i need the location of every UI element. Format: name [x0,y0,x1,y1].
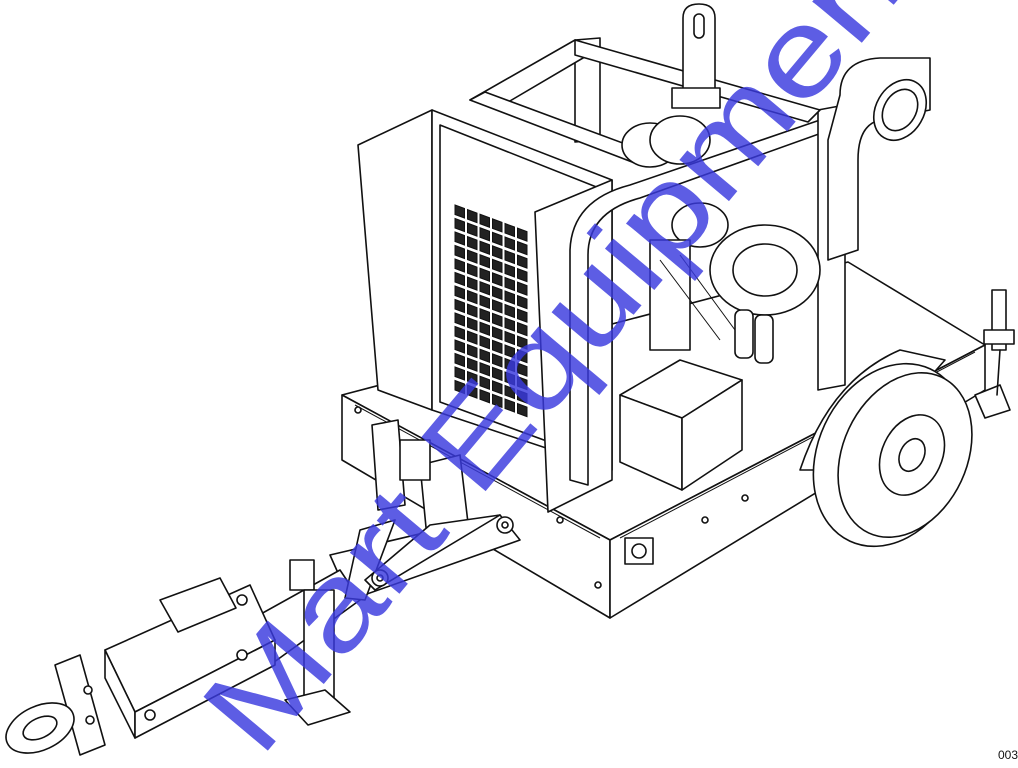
grille-slat [517,240,528,256]
grille-slat [467,249,478,264]
grille-slat [517,335,528,350]
grille-slat [479,254,490,269]
grille-slat [517,308,528,323]
grille-slat [504,236,515,251]
grille-slat [504,344,515,359]
grille-slat [454,298,465,314]
grille-slat [467,289,478,305]
radiator-grille [454,204,528,418]
grille-slat [454,285,465,300]
grille-slat [492,353,503,368]
grille-slat [454,325,465,341]
battery-box [619,359,743,491]
trailer-wheel [799,349,973,548]
grille-slat [492,339,503,355]
grille-slat [467,330,478,345]
grille-slat [454,271,465,287]
grille-slat [517,348,528,364]
grille-slat [504,384,515,400]
grille-slat [467,276,478,291]
grille-slat [479,227,490,242]
grille-slat [454,366,465,381]
grille-slat [504,317,515,332]
grille-slat [454,258,465,273]
grille-slat [492,393,503,409]
grille-slat [467,222,478,237]
grille-slat [504,398,515,413]
grille-slat [492,380,503,395]
grille-slat [517,281,528,296]
grille-slat [467,208,478,224]
grille-slat [479,281,490,296]
front-jack-stand [284,559,351,726]
rear-jack-stand [974,289,1015,419]
grille-slat [454,312,465,327]
grille-slat [479,267,490,282]
grille-slat [479,308,490,323]
grille-slat [517,227,528,242]
grille-slat [454,379,465,395]
grille-slat [492,231,503,247]
grille-slat [467,370,478,386]
grille-slat [504,330,515,346]
grille-slat [517,389,528,404]
grille-slat [517,254,528,269]
towing-eye [5,702,75,754]
grille-slat [492,272,503,287]
grille-slat [492,245,503,260]
grille-slat [492,258,503,274]
grille-slat [479,240,490,255]
engine-block [621,115,821,364]
grille-slat [504,263,515,278]
grille-slat [517,362,528,377]
grille-slat [454,217,465,233]
grille-slat [504,249,515,265]
grille-slat [504,222,515,238]
grille-slat [479,362,490,377]
grille-slat [454,352,465,368]
grille-slat [504,357,515,373]
grille-slat [454,244,465,260]
grille-slat [504,290,515,305]
grille-slat [492,299,503,314]
grille-slat [517,294,528,310]
grille-slat [492,326,503,341]
grille-slat [517,402,528,418]
grille-slat [467,262,478,278]
grille-slat [517,267,528,283]
grille-slat [467,303,478,318]
grille-slat [517,375,528,391]
grille-slat [479,389,490,404]
figure-reference-code: 003 [997,748,1018,762]
grille-slat [479,213,490,228]
grille-slat [467,357,478,372]
grille-slat [492,312,503,328]
grille-slat [467,384,478,399]
grille-slat [479,375,490,390]
grille-slat [467,343,478,359]
hitch-head [54,577,276,756]
electrical-junction-box [624,537,654,565]
grille-slat [504,276,515,292]
grille-slat [504,303,515,319]
grille-slat [479,321,490,336]
grille-slat [467,235,478,251]
grille-slat [479,294,490,309]
grille-slat [454,339,465,354]
grille-slat [479,335,490,350]
discharge-pipe [827,57,931,261]
grille-slat [454,204,465,219]
grille-slat [467,316,478,332]
lifting-eye [671,3,721,109]
grille-slat [492,285,503,301]
grille-slat [492,366,503,382]
grille-slat [454,231,465,246]
grille-slat [479,348,490,363]
grille-slat [492,218,503,233]
grille-slat [517,321,528,337]
grille-slat [504,371,515,386]
